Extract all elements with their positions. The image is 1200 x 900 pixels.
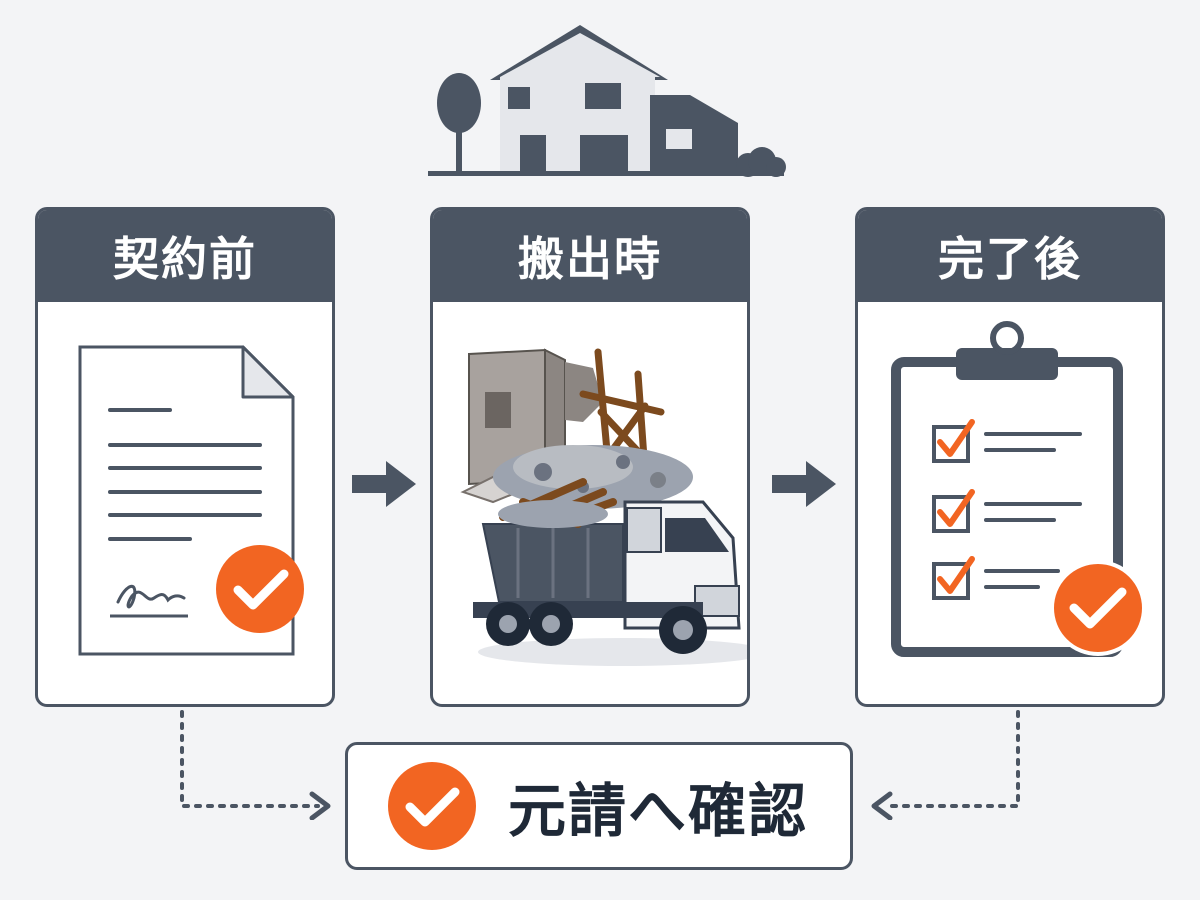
arrow-right-icon	[352, 461, 416, 507]
step-title-before-contract: 契約前	[38, 210, 332, 302]
check-circle-icon	[216, 545, 304, 633]
dump-truck-icon	[473, 478, 747, 666]
house-illustration	[428, 25, 786, 177]
check-circle-icon	[388, 762, 476, 850]
checklist-clipboard-icon	[891, 321, 1146, 657]
step-card-at-removal: 搬出時	[430, 207, 750, 707]
check-circle-icon	[1050, 560, 1146, 656]
dotted-arrow-right-to-confirm	[871, 710, 1020, 820]
contract-document-icon	[78, 345, 304, 656]
wood-beams	[579, 348, 665, 476]
confirm-label: 元請へ確認	[508, 777, 809, 845]
step-title-at-removal: 搬出時	[433, 210, 747, 302]
signature-icon	[110, 585, 188, 618]
tree-icon	[437, 73, 481, 173]
rubble-pile	[493, 445, 693, 509]
checkbox-checked-icon	[932, 556, 975, 600]
step-card-before-contract: 契約前	[35, 207, 335, 707]
dotted-arrow-left-to-confirm	[180, 710, 331, 820]
checkbox-checked-icon	[932, 489, 975, 533]
checkbox-checked-icon	[932, 419, 975, 463]
demolition-truck-icon	[460, 348, 747, 666]
confirm-with-contractor-box: 元請へ確認	[345, 742, 853, 870]
step-title-after-completion: 完了後	[858, 210, 1162, 302]
arrow-right-icon	[772, 461, 836, 507]
step-card-after-completion: 完了後	[855, 207, 1165, 707]
